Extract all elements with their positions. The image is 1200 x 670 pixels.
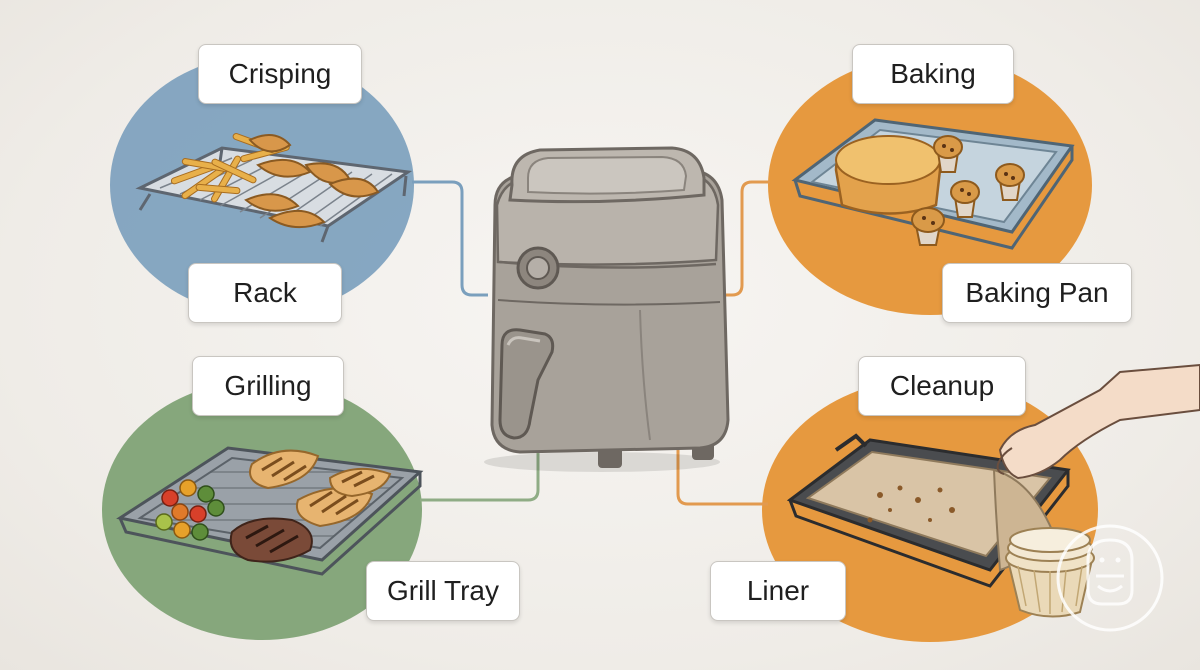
hand-peeling-liner-icon: [786, 363, 1200, 588]
baking-title-label: Baking: [852, 44, 1014, 104]
wire-rack-with-fries-and-wedges-icon: [135, 133, 413, 243]
liner-accessory-label: Liner: [710, 561, 846, 621]
connector-baking: [718, 180, 770, 297]
paper-liner-cups-icon: [1005, 527, 1095, 618]
baking-pan-with-cake-and-muffins-icon: [791, 118, 1075, 250]
connector-crisping: [412, 180, 488, 297]
crisping-title-label: Crisping: [198, 44, 362, 104]
grilling-title-label: Grilling: [192, 356, 344, 416]
connector-grilling: [420, 440, 540, 502]
air-fryer-icon: [484, 146, 730, 472]
grill-tray-with-chicken-steak-vegetables-icon: [116, 446, 424, 576]
grill-tray-accessory-label: Grill Tray: [366, 561, 520, 621]
rack-accessory-label: Rack: [188, 263, 342, 323]
baking-pan-accessory-label: Baking Pan: [942, 263, 1132, 323]
connector-cleanup: [676, 440, 768, 506]
cleanup-title-label: Cleanup: [858, 356, 1026, 416]
logo-watermark-icon: [1056, 524, 1164, 632]
